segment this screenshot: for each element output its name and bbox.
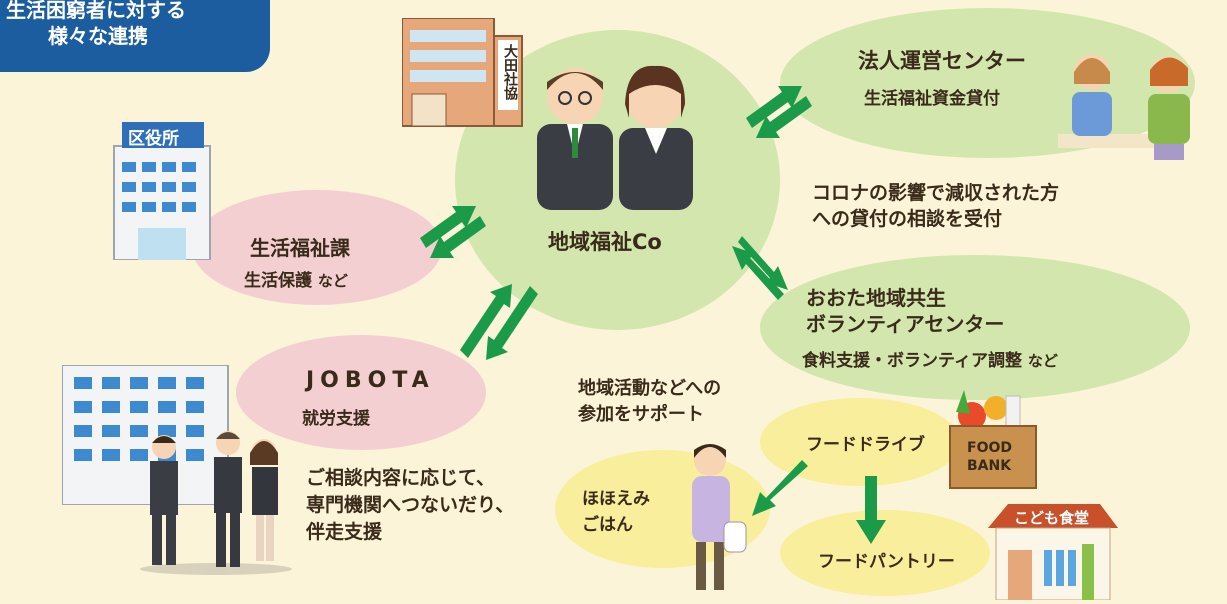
kuyakusho-label: 区役所: [128, 129, 179, 149]
soudan-line1: ご相談内容に応じて、: [306, 467, 496, 489]
header-banner: [0, 0, 270, 72]
soudan-line2: 専門機関へつないだり、: [306, 494, 515, 516]
corona-line2: への貸付の相談を受付: [812, 208, 1003, 230]
houjin-blob: [780, 8, 1195, 158]
chiiki-line1: 地域活動などへの: [578, 378, 722, 399]
hohoemi-line1: ほほえみ: [582, 489, 650, 509]
jobota-blob: [236, 335, 486, 450]
houjin-people-illustration: [1058, 38, 1208, 162]
seikatsu-blob: [192, 190, 442, 305]
hohoemi-line2: ごはん: [582, 515, 633, 535]
corona-line1: コロナの影響で減収された方: [812, 182, 1060, 204]
food-drive-label: フードドライブ: [806, 435, 925, 455]
seikatsu-title: 生活福祉課: [250, 236, 350, 260]
volunteer-title-2: ボランティアセンター: [806, 312, 1005, 336]
arrow-fooddrive-pantry: [854, 476, 888, 546]
woman-shopping-illustration: [670, 436, 760, 596]
arrow-pair-hub-volunteer: [728, 232, 794, 304]
kuyakusho-building-icon: [108, 122, 216, 260]
arrow-pair-hub-seikatsu: [416, 204, 488, 262]
ota-shakyo-label: 大田社協: [502, 44, 518, 100]
food-bank-label-2: BANK: [967, 458, 1012, 474]
houjin-title: 法人運営センター: [858, 49, 1026, 73]
office-building-icon: [62, 365, 230, 505]
volunteer-sub: 食料支援・ボランティア調整 など: [802, 351, 1058, 371]
houjin-sub: 生活福祉資金貸付: [864, 89, 1000, 109]
kodomo-shokudo-label: こども食堂: [1014, 509, 1090, 527]
hub-label: 地域福祉Co: [548, 230, 662, 254]
food-bank-label-1: FOOD: [967, 440, 1012, 456]
jobota-title: JOBOTA: [306, 368, 435, 393]
food-pantry-blob: [780, 510, 990, 596]
header-line2: 様々な連携: [48, 24, 148, 48]
jobota-sub: 就労支援: [302, 409, 370, 429]
soudan-line3: 伴走支援: [306, 521, 383, 543]
coordinators-illustration: [515, 58, 715, 210]
seikatsu-sub: 生活保護 など: [244, 271, 348, 291]
ota-shakyo-building-icon: [402, 18, 524, 128]
header-line1: 生活困窮者に対する: [6, 0, 186, 22]
arrow-pair-hub-jobota: [452, 280, 546, 364]
arrow-fooddrive-hohoemi: [748, 460, 812, 522]
chiiki-line2: 参加をサポート: [578, 404, 704, 425]
volunteer-blob: [760, 255, 1190, 400]
kodomo-shokudo-building-icon: [988, 500, 1118, 600]
volunteer-title-1: おおた地域共生: [806, 286, 946, 310]
food-pantry-label: フードパントリー: [818, 552, 955, 572]
consultation-people-illustration: [136, 425, 296, 575]
arrow-pair-hub-houjin: [742, 84, 816, 140]
food-bank-box-icon: [944, 386, 1040, 490]
